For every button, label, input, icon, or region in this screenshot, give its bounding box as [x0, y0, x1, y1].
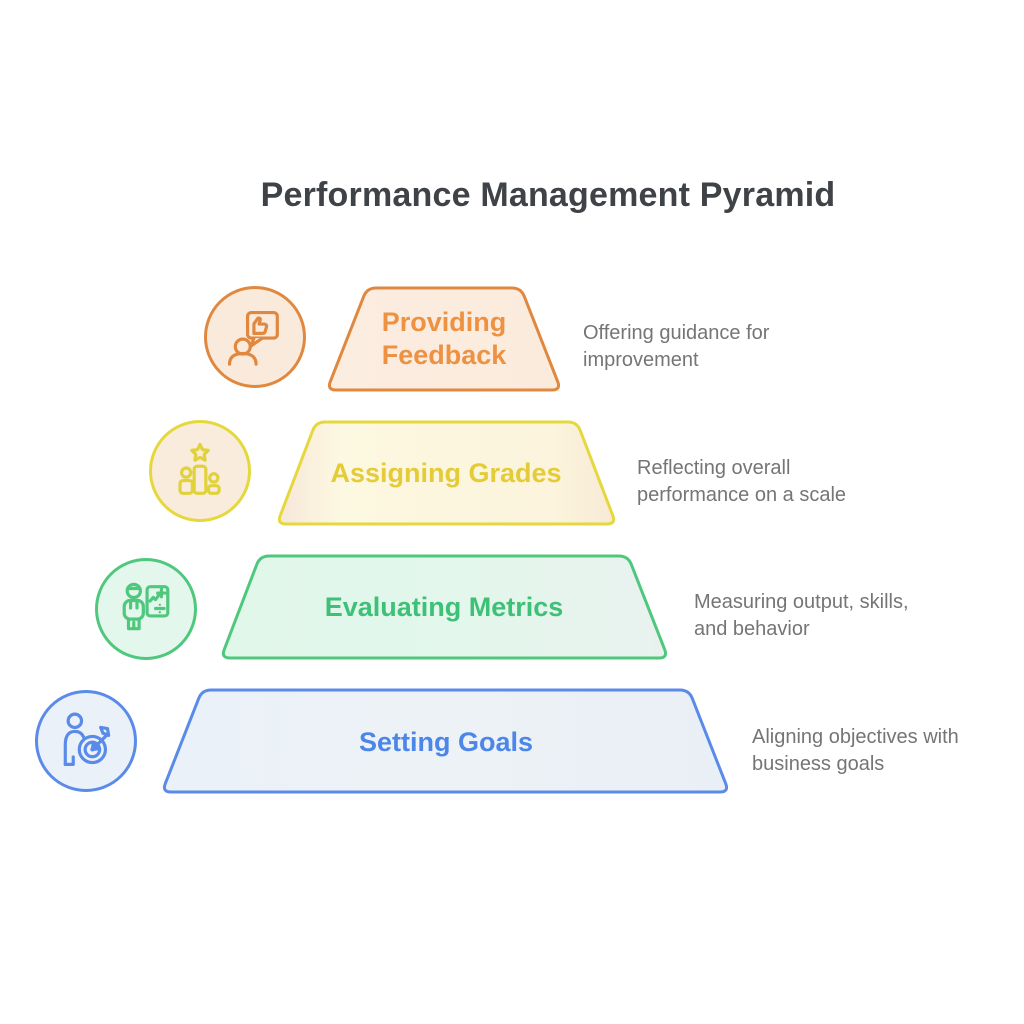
- level-1-description: Offering guidance for improvement: [583, 322, 770, 371]
- level-2-label-line1: Assigning Grades: [330, 458, 562, 488]
- level-3-description: Measuring output, skills, and behavior: [694, 591, 909, 640]
- grades-icon: [149, 420, 251, 522]
- level-4-description: Aligning objectives with business goals: [752, 726, 959, 775]
- pyramid-level-4-shape: [162, 688, 729, 794]
- level-2-description: Reflecting overall performance on a scal…: [637, 457, 847, 506]
- level-1-label-line2: Feedback: [381, 340, 507, 370]
- pyramid-level-2-shape: [277, 420, 616, 526]
- level-4-label-line1: Setting Goals: [358, 727, 534, 757]
- goals-icon: [35, 690, 137, 792]
- pyramid-level-1-shape: [327, 286, 561, 392]
- level-1-label-line1: Providing: [381, 307, 507, 337]
- level-4-label: Setting Goals: [359, 726, 533, 759]
- diagram-title: Performance Management Pyramid: [260, 176, 836, 214]
- metrics-icon: [95, 558, 197, 660]
- level-1-label: Providing Feedback: [382, 306, 507, 372]
- feedback-icon: [204, 286, 306, 388]
- level-3-label: Evaluating Metrics: [325, 591, 564, 624]
- level-3-label-line1: Evaluating Metrics: [324, 592, 564, 622]
- pyramid-level-3-shape: [221, 554, 668, 660]
- level-2-label: Assigning Grades: [330, 457, 561, 490]
